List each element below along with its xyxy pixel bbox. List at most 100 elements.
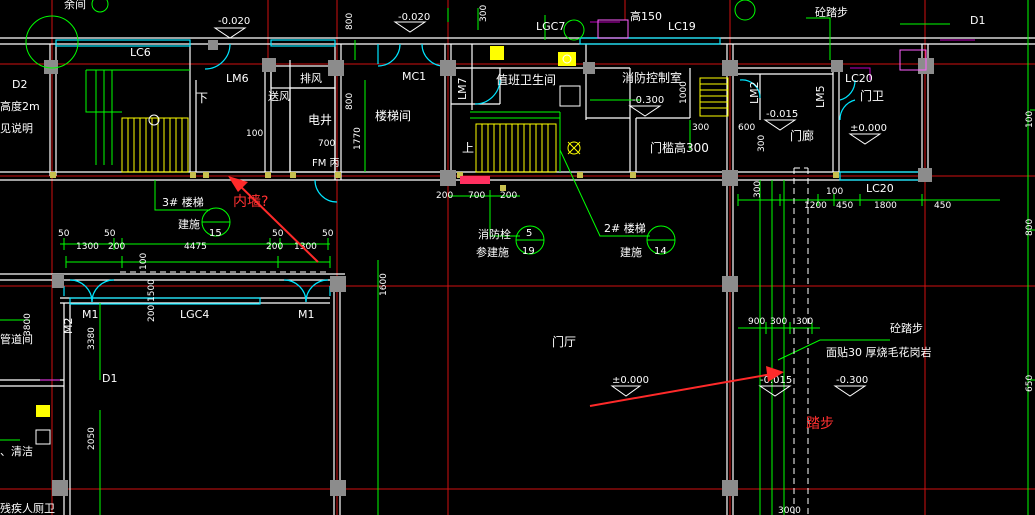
dim-450-b: 450	[934, 201, 951, 211]
room-top-fragment: 余间	[64, 0, 86, 11]
room-left-fragment-1: 高度2m	[0, 99, 40, 113]
dim-50-b: 50	[104, 229, 116, 239]
tag-lm6: LM6	[226, 72, 249, 85]
tag-lc6: LC6	[130, 46, 151, 59]
tag-d2: D2	[12, 78, 27, 91]
dim-100-a: 100	[246, 129, 263, 139]
dim-1300-b: 1300	[294, 242, 317, 252]
arrow-steps-line	[589, 373, 773, 407]
tag-lc20-a: LC20	[845, 72, 873, 85]
room-lobby: 门厅	[552, 334, 576, 349]
room-duct: 排风	[300, 71, 322, 85]
dim-2050: 2050	[87, 427, 97, 450]
tag-lc20-b: LC20	[866, 182, 894, 195]
dim-1600: 1600	[379, 273, 389, 296]
dim-3800: 3800	[23, 313, 33, 336]
dimension-values: 50 1300 200 50 4475 200 1300 50 50 100 1…	[23, 5, 1035, 515]
dim-800-a: 800	[345, 13, 355, 30]
tag-down: 下	[196, 91, 208, 105]
dim-50-d: 50	[272, 229, 284, 239]
room-left-fragment-2: 见说明	[0, 121, 33, 135]
windows-doors	[55, 37, 923, 305]
ref-detail-15: 15	[209, 228, 222, 239]
level-triangles	[213, 21, 882, 397]
arrow-wall-head	[228, 176, 248, 192]
ref-step-note: 面贴30 厚烧毛花岗岩	[826, 345, 932, 359]
dim-1000: 1000	[679, 81, 689, 104]
dim-800-b: 800	[345, 93, 355, 110]
room-toilet-staff: 值班卫生间	[496, 72, 556, 87]
tag-d1-top: D1	[970, 14, 985, 27]
level-8: -0.300	[836, 375, 868, 386]
tag-lgc7: LGC7	[536, 20, 565, 33]
dim-200-d: 200	[500, 191, 517, 201]
annotation-wall-question: 内墙?	[233, 194, 268, 210]
grid-bubbles	[1030, 109, 1035, 381]
level-5: ±0.000	[850, 123, 887, 134]
component-tags: LC6 LM6 MC1 LGC7 LC19 LC20 LC20 LM7 LM2 …	[12, 14, 985, 385]
stair-railings	[85, 69, 561, 172]
level-1: -0.020	[218, 16, 250, 27]
tag-lc19: LC19	[668, 20, 696, 33]
room-stairwell: 楼梯间	[375, 108, 411, 123]
ref-jianshi-15: 建施	[178, 217, 200, 231]
tag-m2: M2	[62, 318, 75, 335]
columns	[44, 40, 934, 496]
room-left-fragment-3: 管道间	[0, 332, 33, 346]
dim-200-a: 200	[108, 242, 125, 252]
walls	[0, 37, 1035, 515]
fixtures	[35, 46, 581, 445]
tag-m1-b: M1	[298, 308, 315, 321]
arrow-wall-line	[235, 181, 319, 263]
room-well-label: FM 丙	[312, 158, 340, 169]
dim-1500: 1500	[147, 279, 157, 302]
room-smoke: 送风	[268, 89, 290, 103]
dim-3000: 3000	[778, 506, 801, 515]
markup-lines	[40, 19, 975, 381]
dim-300-a: 300	[479, 5, 489, 22]
detail-circles	[25, 0, 756, 255]
tag-m1-a: M1	[82, 308, 99, 321]
tag-lm2: LM2	[748, 81, 761, 104]
room-labels: 值班卫生间 消防控制室 门卫 门廊 楼梯间 电井 门厅 排风 送风 FM 丙 门…	[0, 0, 884, 515]
room-fire-control: 消防控制室	[622, 70, 682, 85]
dim-450-a: 450	[836, 201, 853, 211]
dim-650: 650	[1025, 375, 1035, 392]
annotation-steps: 踏步	[806, 416, 834, 432]
room-left-fragment-4: 、清洁	[0, 445, 33, 458]
dim-300-c: 300	[757, 135, 767, 152]
dim-1800: 1800	[874, 201, 897, 211]
level-3: -0.300	[632, 95, 664, 106]
dim-100-d: 100	[1025, 111, 1035, 128]
dim-50-a: 50	[58, 229, 70, 239]
level-7: -0.015	[760, 375, 792, 386]
dim-200-b: 200	[266, 242, 283, 252]
tag-mc1: MC1	[402, 70, 426, 83]
tag-lm7: LM7	[456, 77, 469, 100]
dim-300-d: 300	[770, 317, 787, 327]
room-gatehouse: 门廊	[790, 128, 814, 143]
detail-references: 3# 楼梯 建施 15 2# 楼梯 建施 14 消防栓 参建施 19 5 砼踏步…	[162, 5, 932, 359]
dim-700: 700	[318, 139, 335, 149]
dim-300-e: 300	[796, 317, 813, 327]
level-values: -0.020 -0.020 -0.300 -0.015 ±0.000 ±0.00…	[218, 12, 887, 386]
room-top-fragment-2: 高150	[630, 9, 662, 23]
level-2: -0.020	[398, 12, 430, 23]
ref-step-title: 砼踏步	[890, 321, 923, 335]
dim-100-b: 100	[139, 253, 149, 270]
dim-200-e: 200	[147, 305, 157, 322]
ref-detail-5: 5	[526, 228, 532, 239]
ref-stair2: 2# 楼梯	[604, 221, 646, 235]
dim-800-c: 800	[1025, 219, 1035, 236]
level-6: ±0.000	[612, 375, 649, 386]
dim-1300-a: 1300	[76, 242, 99, 252]
dim-100-c: 100	[826, 187, 843, 197]
dim-700-b: 700	[468, 191, 485, 201]
ref-hydrant: 消防栓	[478, 227, 511, 241]
ref-stair3: 3# 楼梯	[162, 195, 204, 209]
ref-canjianshi: 参建施	[476, 245, 509, 259]
tag-lgc4: LGC4	[180, 308, 209, 321]
